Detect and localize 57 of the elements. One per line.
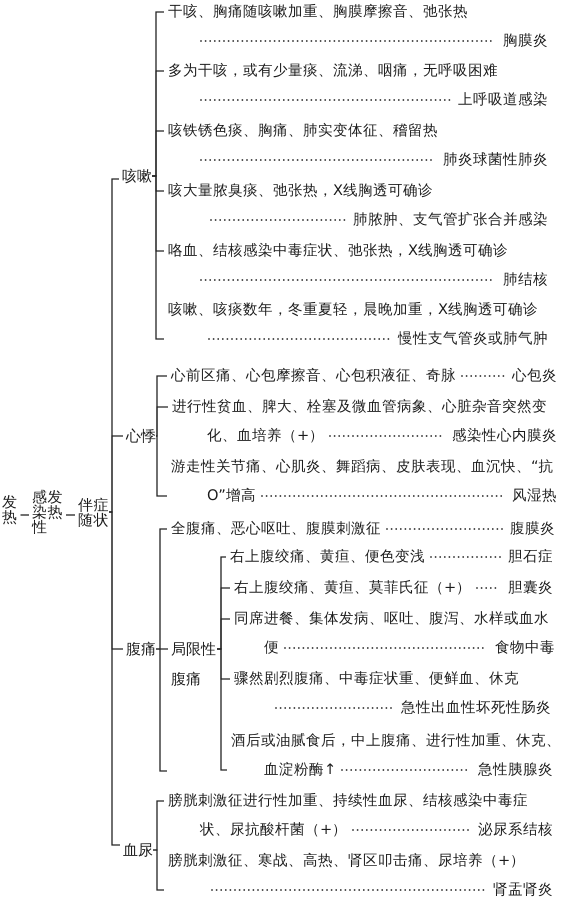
bracket-line bbox=[217, 648, 227, 771]
symptom-text: 进行性贫血、脾大、栓塞及微血管病象、心脏杂音突然变 bbox=[172, 397, 547, 417]
vertical-label: 发热 bbox=[2, 495, 18, 525]
symptom-text: 骤然剧烈腹痛、中毒症状重、便鲜血、休克 bbox=[234, 669, 519, 689]
bracket-line bbox=[152, 175, 164, 340]
diagnosis-label: 肺结核 bbox=[503, 270, 548, 290]
category-label: 咳嗽 bbox=[122, 166, 152, 186]
diagnosis-label: 胆囊炎 bbox=[508, 578, 553, 598]
category-label: 血尿 bbox=[123, 840, 153, 860]
bracket-line bbox=[156, 435, 167, 497]
symptom-text: 咯血、结核感染中毒症状、弛张热，X线胸透可确诊 bbox=[168, 241, 508, 261]
vertical-label: 伴随症状 bbox=[78, 498, 109, 528]
symptom-text: 咳铁锈色痰、胸痛、肺实变体征、稽留热 bbox=[168, 121, 438, 141]
symptom-text: 便 bbox=[264, 638, 279, 658]
diagnosis-label: 泌尿系结核 bbox=[478, 820, 553, 840]
diagnosis-label: 风湿热 bbox=[512, 486, 557, 506]
symptom-text: 咳大量脓臭痰、弛张热，X线胸透可确诊 bbox=[168, 181, 433, 201]
bracket-line bbox=[66, 514, 75, 516]
diagnosis-label: 慢性支气管炎或肺气肿 bbox=[398, 329, 548, 349]
symptom-text: 全腹痛、恶心呕吐、腹膜刺激征 bbox=[171, 519, 381, 539]
symptom-text: 游走性关节痛、心肌炎、舞蹈病、皮肤表现、血沉快、“抗 bbox=[171, 457, 554, 477]
diagnosis-label: 肾盂肾炎 bbox=[493, 880, 553, 900]
bracket-line bbox=[153, 849, 164, 891]
diagnosis-label: 肺炎球菌性肺炎 bbox=[443, 150, 548, 170]
symptom-text: 右上腹绞痛、黄疸、便色变浅 bbox=[230, 547, 425, 567]
subcategory-label: 局限性腹痛 bbox=[171, 634, 217, 694]
diagnosis-label: 急性胰腺炎 bbox=[478, 760, 553, 780]
diagnosis-label: 肺脓肿、支气管扩张合并感染 bbox=[353, 210, 548, 230]
symptom-text: 膀胱刺激征、寒战、高热、肾区叩击痛、尿培养（+） bbox=[168, 851, 526, 871]
symptom-text: 干咳、胸痛随咳嗽加重、胸膜摩擦音、弛张热 bbox=[168, 2, 468, 22]
symptom-text: 心前区痛、心包摩擦音、心包积液征、奇脉 bbox=[171, 366, 456, 386]
category-label: 腹痛 bbox=[126, 639, 156, 659]
diagnosis-label: 胸膜炎 bbox=[503, 31, 548, 51]
diagnosis-label: 食物中毒 bbox=[495, 638, 555, 658]
bracket-line bbox=[20, 514, 29, 516]
category-label: 心悸 bbox=[126, 426, 156, 446]
bracket-line bbox=[108, 511, 120, 846]
bracket-line bbox=[109, 435, 123, 513]
diagnosis-label: 急性出血性坏死性肠炎 bbox=[401, 698, 551, 718]
symptom-text: 化、血培养（+） bbox=[207, 426, 324, 446]
vertical-label: 感染性发热 bbox=[32, 490, 63, 535]
symptom-text: 多为干咳，或有少量痰、流涕、咽痛，无呼吸困难 bbox=[168, 61, 498, 81]
symptom-text: 右上腹绞痛、黄疸、莫菲氏征（+） bbox=[234, 578, 472, 598]
symptom-text: 同席进餐、集体发病、呕吐、腹泻、水样或血水 bbox=[234, 609, 549, 629]
symptom-text: O”增高 bbox=[207, 486, 256, 506]
diagnosis-label: 感染性心内膜炎 bbox=[452, 426, 557, 446]
bracket-line bbox=[156, 406, 168, 437]
diagnosis-label: 心包炎 bbox=[512, 366, 557, 386]
symptom-text: 血淀粉酶↑ bbox=[264, 760, 336, 780]
diagnosis-label: 胆石症 bbox=[508, 547, 553, 567]
diagnosis-label: 腹膜炎 bbox=[510, 519, 555, 539]
symptom-text: 膀胱刺激征进行性加重、持续性血尿、结核感染中毒症 bbox=[168, 791, 528, 811]
symptom-text: 酒后或油腻食后，中上腹痛、进行性加重、休克、 bbox=[231, 731, 561, 751]
symptom-text: 状、尿抗酸杆菌（+） bbox=[200, 820, 348, 840]
diagnosis-label: 上呼吸道感染 bbox=[458, 90, 548, 110]
symptom-text: 咳嗽、咳痰数年，冬重夏轻，晨晚加重，X线胸透可确诊 bbox=[168, 300, 538, 320]
bracket-line bbox=[155, 648, 169, 772]
